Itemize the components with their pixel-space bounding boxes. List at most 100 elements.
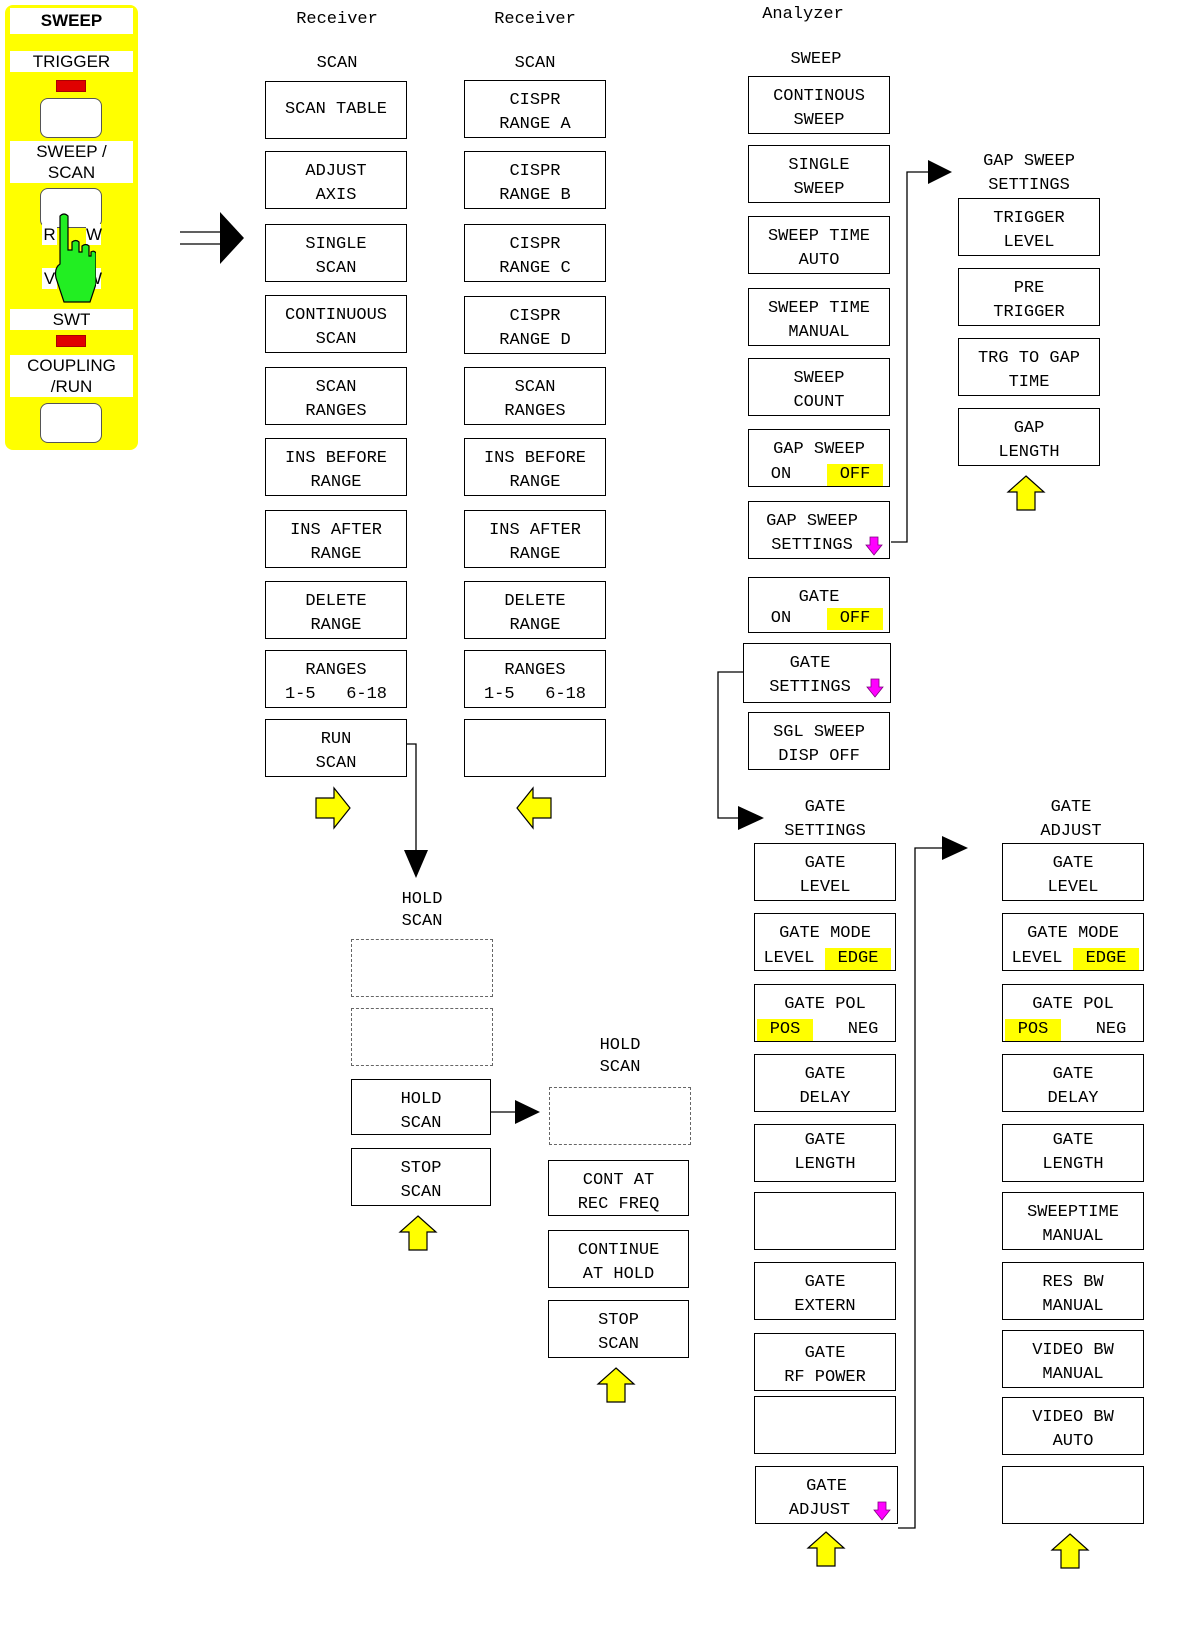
analyzer-header: Analyzer (762, 5, 844, 24)
up-arrow-icon (596, 1367, 636, 1403)
gate-settings-subheader: SETTINGS (784, 822, 866, 841)
gate-adjust-header: GATE (1050, 798, 1092, 817)
softkey-blank[interactable] (754, 1192, 896, 1250)
receiver-scan-1-subheader: SCAN (316, 54, 358, 73)
submenu-down-arrow-icon (865, 536, 883, 556)
sweep-scan-label: SWEEP / SCAN (10, 141, 133, 183)
gap-sweep-settings-subheader: SETTINGS (988, 176, 1070, 195)
softkey-blank[interactable] (1002, 1466, 1144, 1524)
sweep-scan-key[interactable] (40, 188, 102, 228)
softkey-gate-settings[interactable]: GATE SETTINGS (743, 643, 891, 703)
rbw-label: R (42, 224, 57, 245)
previous-menu-arrow-icon (516, 786, 552, 830)
rbw-label-2: W (86, 224, 103, 245)
up-arrow-icon (1050, 1533, 1090, 1569)
swt-label: SWT (10, 309, 133, 330)
softkey-blank[interactable] (464, 719, 606, 777)
trigger-key[interactable] (40, 98, 102, 138)
coupling-run-label: COUPLING /RUN (10, 355, 133, 397)
pointing-hand-icon (54, 213, 96, 303)
swt-led (56, 335, 86, 347)
hold-scan-1-header: HOLD (401, 890, 443, 909)
submenu-down-arrow-icon (866, 678, 884, 698)
hold-scan-2-header: HOLD (599, 1036, 641, 1055)
softkey-empty-dashed (351, 939, 493, 997)
panel-title: SWEEP (10, 8, 133, 34)
vbw-label: V (42, 268, 57, 289)
hold-scan-2-subheader: SCAN (599, 1058, 641, 1077)
up-arrow-icon (398, 1215, 438, 1251)
softkey-blank[interactable] (754, 1396, 896, 1454)
submenu-down-arrow-icon (873, 1501, 891, 1521)
softkey-empty-dashed (549, 1087, 691, 1145)
gap-sweep-settings-header: GAP SWEEP (983, 152, 1075, 171)
up-arrow-icon (1006, 475, 1046, 511)
trigger-label: TRIGGER (10, 51, 133, 72)
softkey-gap-sweep-settings[interactable]: GAP SWEEP SETTINGS (748, 501, 890, 559)
coupling-run-key[interactable] (40, 403, 102, 443)
softkey-gate-adjust[interactable]: GATE ADJUST (755, 1466, 898, 1524)
receiver-scan-2-subheader: SCAN (514, 54, 556, 73)
receiver-scan-2-header: Receiver (494, 10, 576, 29)
softkey-scan-table[interactable]: SCAN TABLE (265, 81, 407, 139)
analyzer-sweep-subheader: SWEEP (790, 50, 842, 69)
hold-scan-1-subheader: SCAN (401, 912, 443, 931)
up-arrow-icon (806, 1531, 846, 1567)
trigger-led (56, 80, 86, 92)
receiver-scan-1-header: Receiver (296, 10, 378, 29)
gate-adjust-subheader: ADJUST (1040, 822, 1102, 841)
